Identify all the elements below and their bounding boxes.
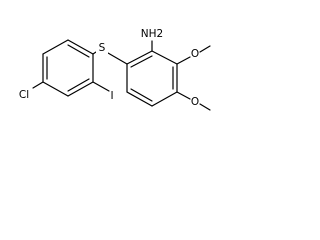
bond-ring-to-upper-oxygen: [176, 56, 191, 65]
atom-label-o-lower: O: [191, 96, 199, 108]
bond-ring-to-lower-oxygen: [176, 91, 191, 100]
double-bond-inner: [130, 55, 153, 68]
double-bond-inner: [67, 78, 90, 92]
molecule-diagram: NH2 S Cl I O O: [19, 28, 211, 111]
bond: [151, 91, 178, 107]
sulfur-label: S: [96, 40, 108, 56]
bond-s-to-right-ring: [107, 52, 128, 65]
bond-lower-oxygen-methyl: [199, 103, 211, 111]
bond: [126, 50, 153, 65]
bond-ring-to-chlorine: [32, 81, 44, 89]
right-benzene-ring: [126, 50, 178, 107]
bond-upper-oxygen-methyl: [199, 45, 211, 53]
bond: [126, 91, 153, 107]
atom-label-nh2: NH2: [141, 28, 163, 40]
amine-label: NH2: [141, 28, 163, 40]
bond-s-to-left-ring: [92, 51, 97, 55]
bond-ring-to-iodine: [92, 81, 110, 92]
bond: [67, 81, 94, 97]
bond: [151, 50, 178, 65]
bond: [42, 81, 69, 97]
structure-canvas: NH2 S Cl I O O: [0, 0, 214, 137]
lower-oxygen-label: O: [191, 96, 199, 108]
atom-label-cl: Cl: [19, 89, 29, 101]
bond: [67, 39, 94, 55]
bond: [42, 39, 69, 55]
atom-label-s: S: [99, 42, 106, 54]
upper-oxygen-label: O: [191, 48, 199, 60]
atom-label-o-upper: O: [191, 48, 199, 60]
chlorine-label: Cl: [19, 89, 29, 101]
atom-label-i: I: [110, 90, 113, 102]
left-benzene-ring: [42, 39, 94, 97]
iodine-label: I: [110, 90, 113, 102]
double-bond-inner: [130, 88, 153, 102]
double-bond-inner: [67, 44, 90, 58]
